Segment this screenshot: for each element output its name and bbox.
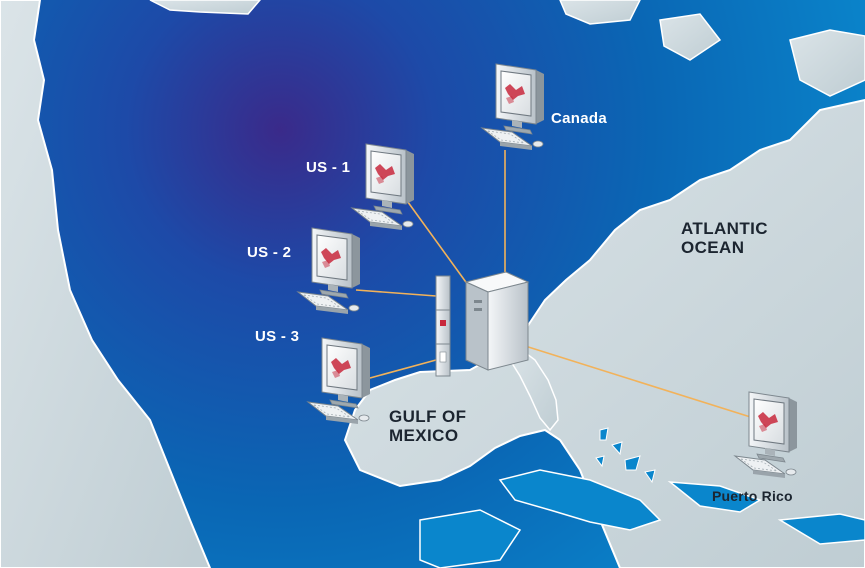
north-island: [659, 13, 722, 61]
label-atlantic-line2: OCEAN: [681, 238, 745, 258]
west-coast-land: [0, 0, 212, 568]
label-atlantic-line1: ATLANTIC: [681, 219, 768, 238]
link-puerto-rico: [521, 344, 761, 421]
atlantic-area: [343, 98, 865, 568]
label-us-3: US - 3: [255, 328, 300, 345]
north-coast-land: [149, 0, 261, 15]
label-gulf-of-mexico: GULF OF MEXICO: [389, 407, 466, 445]
link-us3: [369, 359, 437, 379]
connection-lines: [355, 150, 761, 421]
label-gulf-line1: GULF OF: [389, 407, 467, 426]
caribbean-sea: [777, 513, 865, 545]
north-island: [559, 0, 641, 25]
switch-stack-icon: [435, 275, 451, 377]
label-puerto-rico: Puerto Rico: [712, 488, 793, 504]
link-us2: [355, 289, 437, 297]
label-us-2: US - 2: [247, 244, 292, 261]
caribbean-sea: [498, 469, 662, 531]
caribbean-sea: [667, 481, 762, 513]
label-us-1: US - 1: [306, 159, 351, 176]
caribbean-sea: [419, 509, 522, 568]
florida-peninsula: [509, 343, 559, 432]
northeast-land: [789, 29, 865, 97]
bahamas-islands: [595, 427, 656, 484]
server-icon: [464, 271, 530, 371]
link-us1: [404, 197, 469, 286]
label-canada: Canada: [551, 110, 607, 127]
label-gulf-line2: MEXICO: [389, 426, 459, 446]
label-atlantic-ocean: ATLANTIC OCEAN: [681, 219, 768, 257]
